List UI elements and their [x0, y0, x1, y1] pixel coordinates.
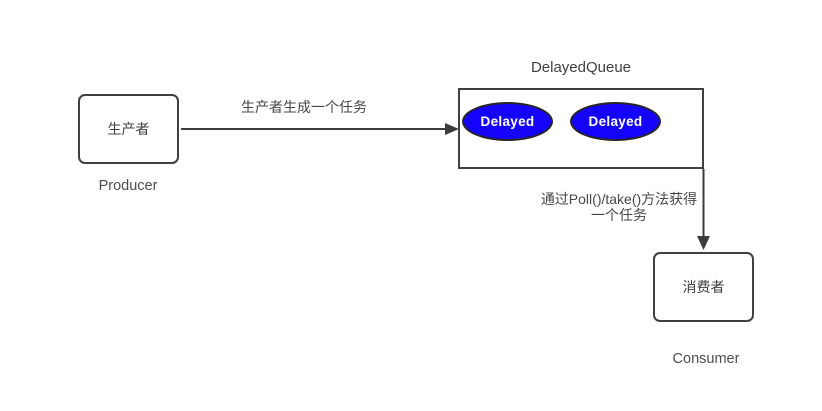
delayed-task-label: Delayed [480, 114, 535, 129]
consume-edge-label: 通过Poll()/take()方法获得 一个任务 [523, 191, 715, 223]
consumer-caption: Consumer [672, 351, 740, 367]
consumer-node: 消费者 [653, 252, 754, 322]
consume-arrowhead-icon [697, 236, 710, 250]
produce-edge-label: 生产者生成一个任务 [241, 99, 367, 115]
producer-caption: Producer [98, 178, 158, 194]
delayed-task-label: Delayed [588, 114, 643, 129]
producer-node: 生产者 [78, 94, 179, 164]
consume-edge-label-line1: 通过Poll()/take()方法获得 [540, 191, 698, 207]
produce-arrowhead-icon [445, 123, 459, 135]
delayed-task-ellipse: Delayed [570, 102, 661, 141]
delayed-task-ellipse: Delayed [462, 102, 553, 141]
queue-title: DelayedQueue [530, 59, 632, 76]
consumer-node-label: 消费者 [682, 279, 725, 295]
producer-node-label: 生产者 [107, 121, 150, 137]
produce-arrow [181, 123, 459, 135]
consume-edge-label-line2: 一个任务 [591, 207, 647, 223]
